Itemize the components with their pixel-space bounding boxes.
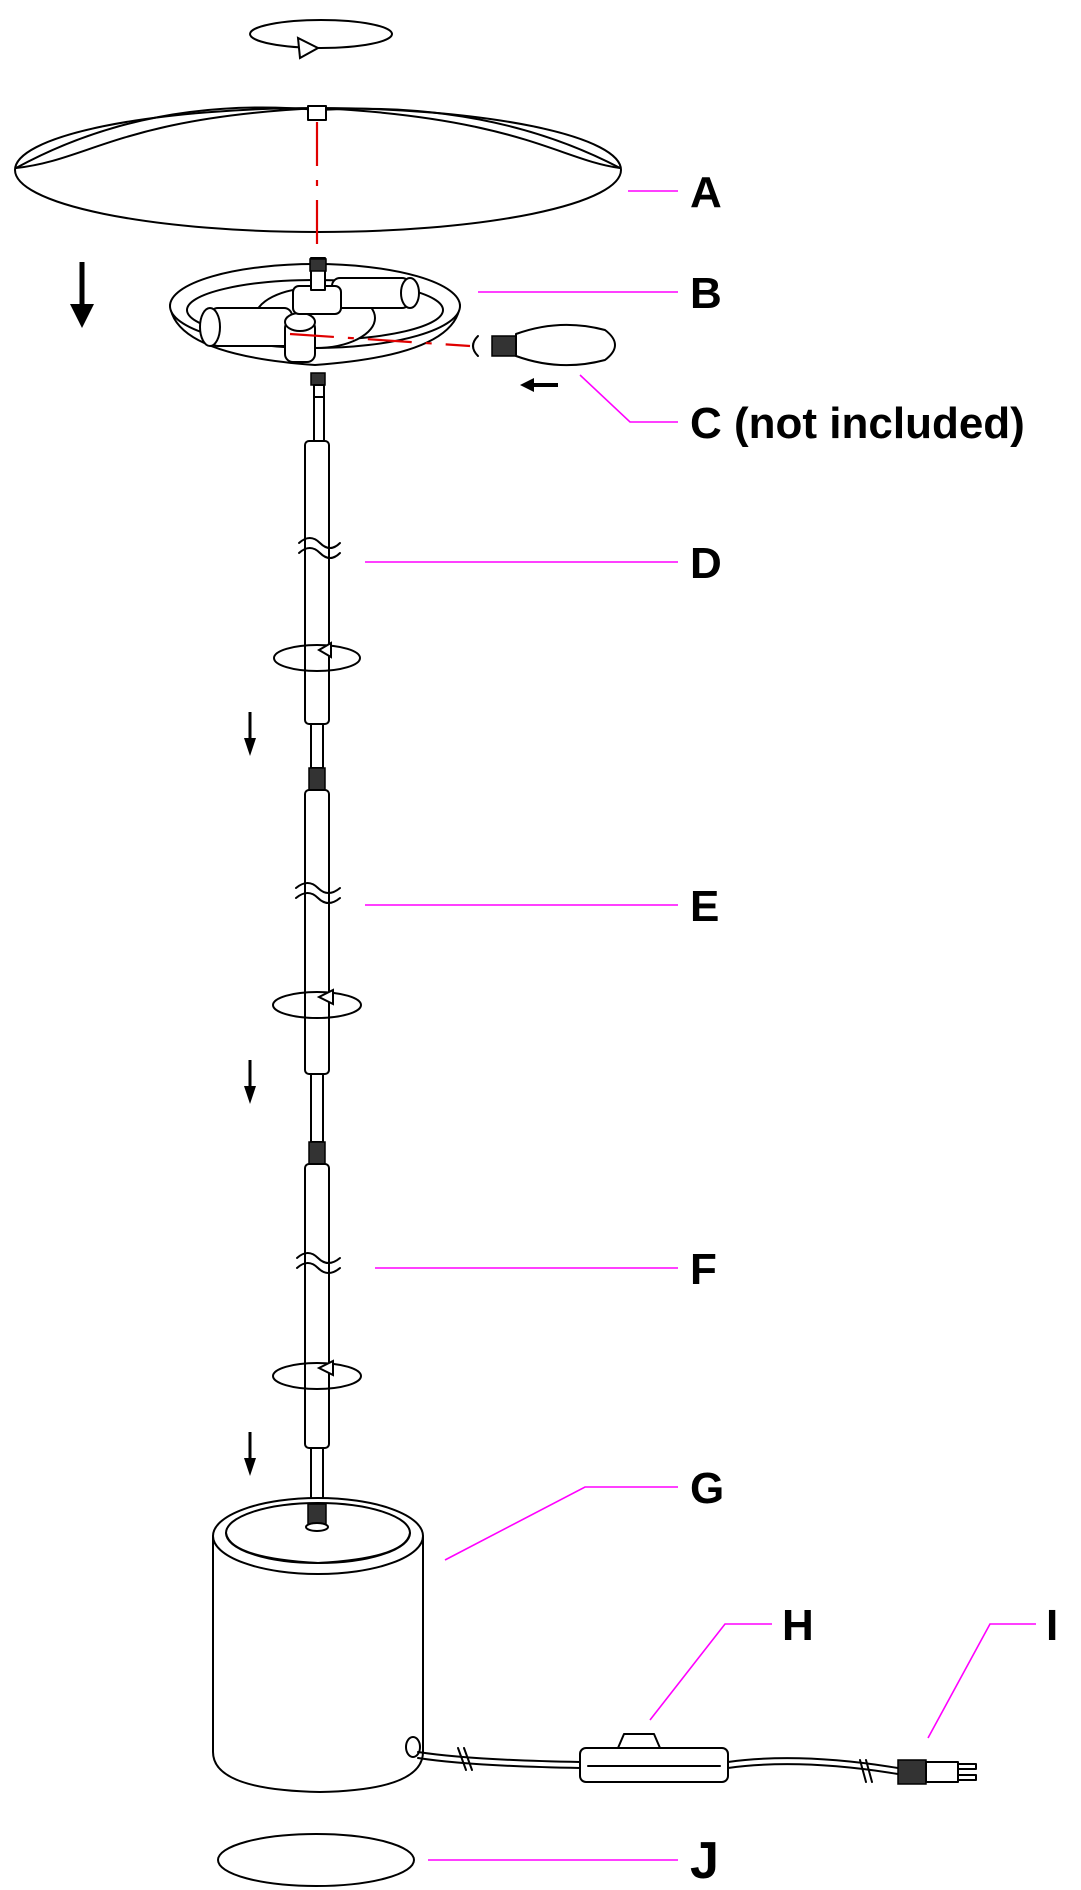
down-arrow-icon: [70, 262, 94, 328]
part-label-f: F: [690, 1245, 717, 1294]
rod-e: [272, 767, 362, 1143]
part-label-b: B: [690, 269, 722, 318]
lamp-shade: [14, 105, 622, 233]
part-label-h: H: [782, 1601, 814, 1650]
rotate-arrow-icon: [249, 19, 393, 60]
socket-cluster: [169, 257, 461, 398]
base-pad: [217, 1833, 415, 1887]
part-label-c: C (not included): [690, 399, 1025, 448]
left-arrow-icon: [520, 378, 558, 392]
leader-lines: [365, 190, 1036, 1861]
lamp-base: [212, 1497, 424, 1793]
part-label-e: E: [690, 882, 719, 931]
part-label-j: J: [690, 1832, 719, 1890]
down-arrow-icon: [244, 712, 256, 756]
part-label-i: I: [1046, 1601, 1058, 1650]
power-cord: [417, 1747, 899, 1783]
down-arrow-icon: [244, 1432, 256, 1476]
alignment-line: [289, 332, 471, 348]
light-bulb: [472, 323, 616, 367]
power-plug: [897, 1759, 977, 1785]
part-label-a: A: [690, 168, 722, 217]
down-arrow-icon: [244, 1060, 256, 1104]
rod-f: [272, 1141, 362, 1517]
inline-switch: [579, 1733, 729, 1783]
part-label-g: G: [690, 1464, 724, 1513]
rod-d: [273, 396, 361, 769]
part-label-d: D: [690, 539, 722, 588]
